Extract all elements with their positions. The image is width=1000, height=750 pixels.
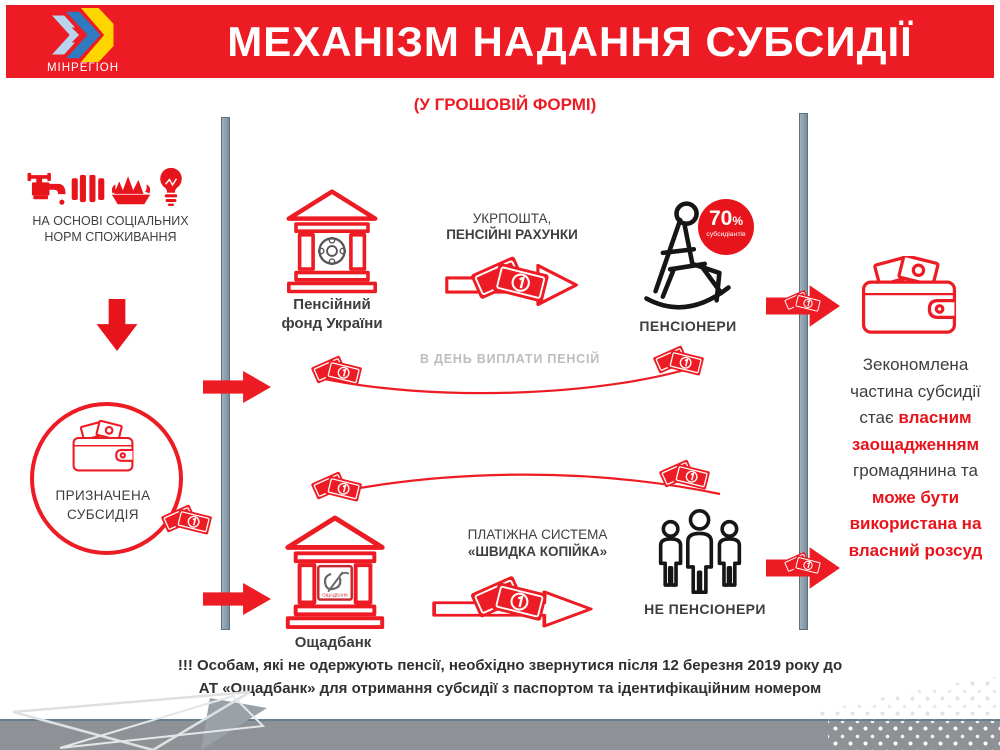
ukrposhta-caption-line1: УКРПОШТА, <box>472 211 552 226</box>
pension-fund-label-line2: фонд України <box>281 315 383 332</box>
light-bulb-icon <box>160 167 182 206</box>
oschadbank-emblem-text: ОЩАДБАНК <box>322 593 348 598</box>
savings-seg4: може бути використана на власний розсуд <box>848 487 983 560</box>
assigned-subsidy-line2: СУБСИДІЯ <box>67 507 139 522</box>
pension-fund-label: Пенсійний фонд України <box>262 295 402 333</box>
money-icon <box>158 496 214 544</box>
gas-flame-icon <box>111 176 151 205</box>
ukrposhta-caption-line2: ПЕНСІЙНІ РАХУНКИ <box>446 227 578 242</box>
badge-value: 70% <box>708 207 744 230</box>
badge-caption: субсидіантів <box>706 231 746 238</box>
payment-system-line1: ПЛАТІЖНА СИСТЕМА <box>467 527 608 542</box>
wallet-icon <box>72 419 134 472</box>
payout-day-caption: В ДЕНЬ ВИПЛАТИ ПЕНСІЙ <box>419 352 601 366</box>
water-tap-icon <box>27 172 66 205</box>
basis-caption-line2: НОРМ СПОЖИВАННЯ <box>44 230 177 244</box>
assigned-subsidy-line1: ПРИЗНАЧЕНА <box>55 488 151 503</box>
pensioners-label: ПЕНСІОНЕРИ <box>639 318 737 334</box>
down-arrow <box>96 299 138 351</box>
left-rail <box>221 117 230 630</box>
pensioner-rocking-chair-icon <box>644 201 731 310</box>
money-icon <box>780 282 824 322</box>
money-icon <box>656 452 712 498</box>
dots-decoration-bottom <box>828 721 1000 750</box>
page-subtitle: (У ГРОШОВІЙ ФОРМІ) <box>413 95 597 114</box>
footnote: !!! Особам, які не одержують пенсії, нео… <box>140 654 880 700</box>
savings-wallet-icon <box>861 256 957 334</box>
subsidy-share-badge: 70% субсидіантів <box>698 199 754 255</box>
people-group-icon <box>658 509 742 595</box>
footnote-line2: АТ «Ощадбанк» для отримання субсидії з п… <box>198 680 822 697</box>
pension-fund-label-line1: Пенсійний <box>293 296 371 313</box>
triangle-decoration <box>12 690 267 750</box>
right-rail <box>799 113 808 630</box>
money-icon <box>650 338 706 384</box>
arrow-to-oschadbank <box>203 582 271 616</box>
savings-seg1: Зекономлена частина субсидії стає <box>850 355 981 427</box>
savings-seg3: громадянина та <box>853 461 978 480</box>
payment-system-line2: «ШВИДКА КОПІЙКА» <box>467 544 608 559</box>
minregion-logo-icon <box>52 8 114 62</box>
savings-note: Зекономлена частина субсидії стає власни… <box>833 352 998 564</box>
radiator-icon <box>71 174 105 203</box>
assigned-subsidy-label: ПРИЗНАЧЕНА СУБСИДІЯ <box>18 486 188 524</box>
oschadbank-building-icon: ОЩАДБАНК <box>285 515 385 630</box>
ukrposhta-caption: УКРПОШТА, ПЕНСІЙНІ РАХУНКИ <box>432 211 592 243</box>
money-icon <box>308 348 364 394</box>
arrow-to-pension-fund <box>203 370 271 404</box>
pension-fund-building-icon <box>286 189 378 294</box>
logo-text: МІНРЕГІОН <box>46 62 120 74</box>
header-bar: МІНРЕГІОН МЕХАНІЗМ НАДАННЯ СУБСИДІЇ <box>6 5 994 78</box>
basis-caption: НА ОСНОВІ СОЦІАЛЬНИХ НОРМ СПОЖИВАННЯ <box>8 213 213 245</box>
money-icon <box>780 544 824 584</box>
page-title: МЕХАНІЗМ НАДАННЯ СУБСИДІЇ <box>227 18 913 65</box>
money-icon <box>466 564 550 634</box>
money-icon <box>466 245 552 315</box>
basis-caption-line1: НА ОСНОВІ СОЦІАЛЬНИХ <box>32 214 189 228</box>
oschadbank-label: Ощадбанк <box>294 634 372 651</box>
footnote-line1: !!! Особам, які не одержують пенсії, нео… <box>177 657 843 674</box>
savings-seg2: власним заощадженням <box>851 408 980 454</box>
money-icon <box>308 464 364 510</box>
payment-system-caption: ПЛАТІЖНА СИСТЕМА «ШВИДКА КОПІЙКА» <box>440 526 635 560</box>
non-pensioners-label: НЕ ПЕНСІОНЕРИ <box>644 601 766 617</box>
